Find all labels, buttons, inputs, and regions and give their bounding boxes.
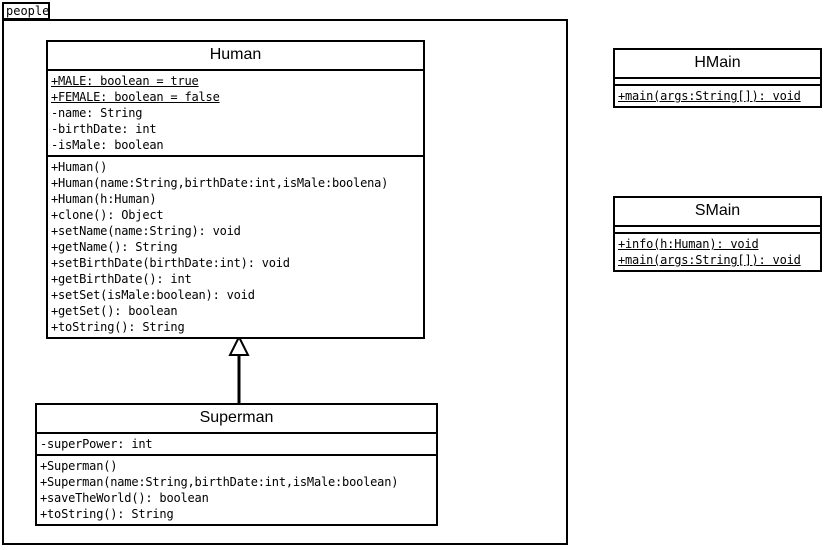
method-row: +clone(): Object xyxy=(51,208,164,222)
package-name-tab: people xyxy=(2,2,50,20)
method-row: +setName(name:String): void xyxy=(51,224,241,238)
method-row: +Superman(name:String,birthDate:int,isMa… xyxy=(40,475,399,489)
attribute-row: +FEMALE: boolean = false xyxy=(51,90,220,104)
attribute-row: -birthDate: int xyxy=(51,122,157,136)
method-row: +toString(): String xyxy=(40,507,174,521)
attributes-compartment-superman: -superPower: int xyxy=(37,434,436,456)
uml-class-superman[interactable]: Superman -superPower: int +Superman() +S… xyxy=(35,403,438,526)
method-row: +main(args:String[]): void xyxy=(618,253,801,267)
attribute-row: -superPower: int xyxy=(40,437,153,451)
generalization-arrow-icon xyxy=(228,334,250,405)
method-row: +getName(): String xyxy=(51,240,178,254)
methods-compartment-superman: +Superman() +Superman(name:String,birthD… xyxy=(37,456,436,524)
attributes-compartment-human: +MALE: boolean = true +FEMALE: boolean =… xyxy=(48,71,423,157)
attributes-compartment-hmain xyxy=(615,79,820,86)
method-row: +getSet(): boolean xyxy=(51,304,178,318)
class-title-human: Human xyxy=(48,42,423,71)
attributes-compartment-smain xyxy=(615,227,820,234)
method-row: +getBirthDate(): int xyxy=(51,272,192,286)
class-title-hmain: HMain xyxy=(615,50,820,79)
method-row: +setSet(isMale:boolean): void xyxy=(51,288,255,302)
method-row: +saveTheWorld(): boolean xyxy=(40,491,209,505)
attribute-row: -name: String xyxy=(51,106,143,120)
method-row: +info(h:Human): void xyxy=(618,237,759,251)
method-row: +main(args:String[]): void xyxy=(618,89,801,103)
class-title-smain: SMain xyxy=(615,198,820,227)
attribute-row: +MALE: boolean = true xyxy=(51,74,199,88)
method-row: +toString(): String xyxy=(51,320,185,334)
method-row: +Human(name:String,birthDate:int,isMale:… xyxy=(51,176,389,190)
method-row: +Superman() xyxy=(40,459,118,473)
attribute-row: -isMale: boolean xyxy=(51,138,164,152)
uml-class-hmain[interactable]: HMain +main(args:String[]): void xyxy=(613,48,822,108)
methods-compartment-human: +Human() +Human(name:String,birthDate:in… xyxy=(48,157,423,337)
method-row: +setBirthDate(birthDate:int): void xyxy=(51,256,290,270)
methods-compartment-smain: +info(h:Human): void +main(args:String[]… xyxy=(615,234,820,270)
method-row: +Human() xyxy=(51,160,108,174)
method-row: +Human(h:Human) xyxy=(51,192,157,206)
uml-class-smain[interactable]: SMain +info(h:Human): void +main(args:St… xyxy=(613,196,822,272)
methods-compartment-hmain: +main(args:String[]): void xyxy=(615,86,820,106)
uml-class-human[interactable]: Human +MALE: boolean = true +FEMALE: boo… xyxy=(46,40,425,339)
generalization-arrow-superman-to-human[interactable] xyxy=(228,334,250,405)
class-title-superman: Superman xyxy=(37,405,436,434)
